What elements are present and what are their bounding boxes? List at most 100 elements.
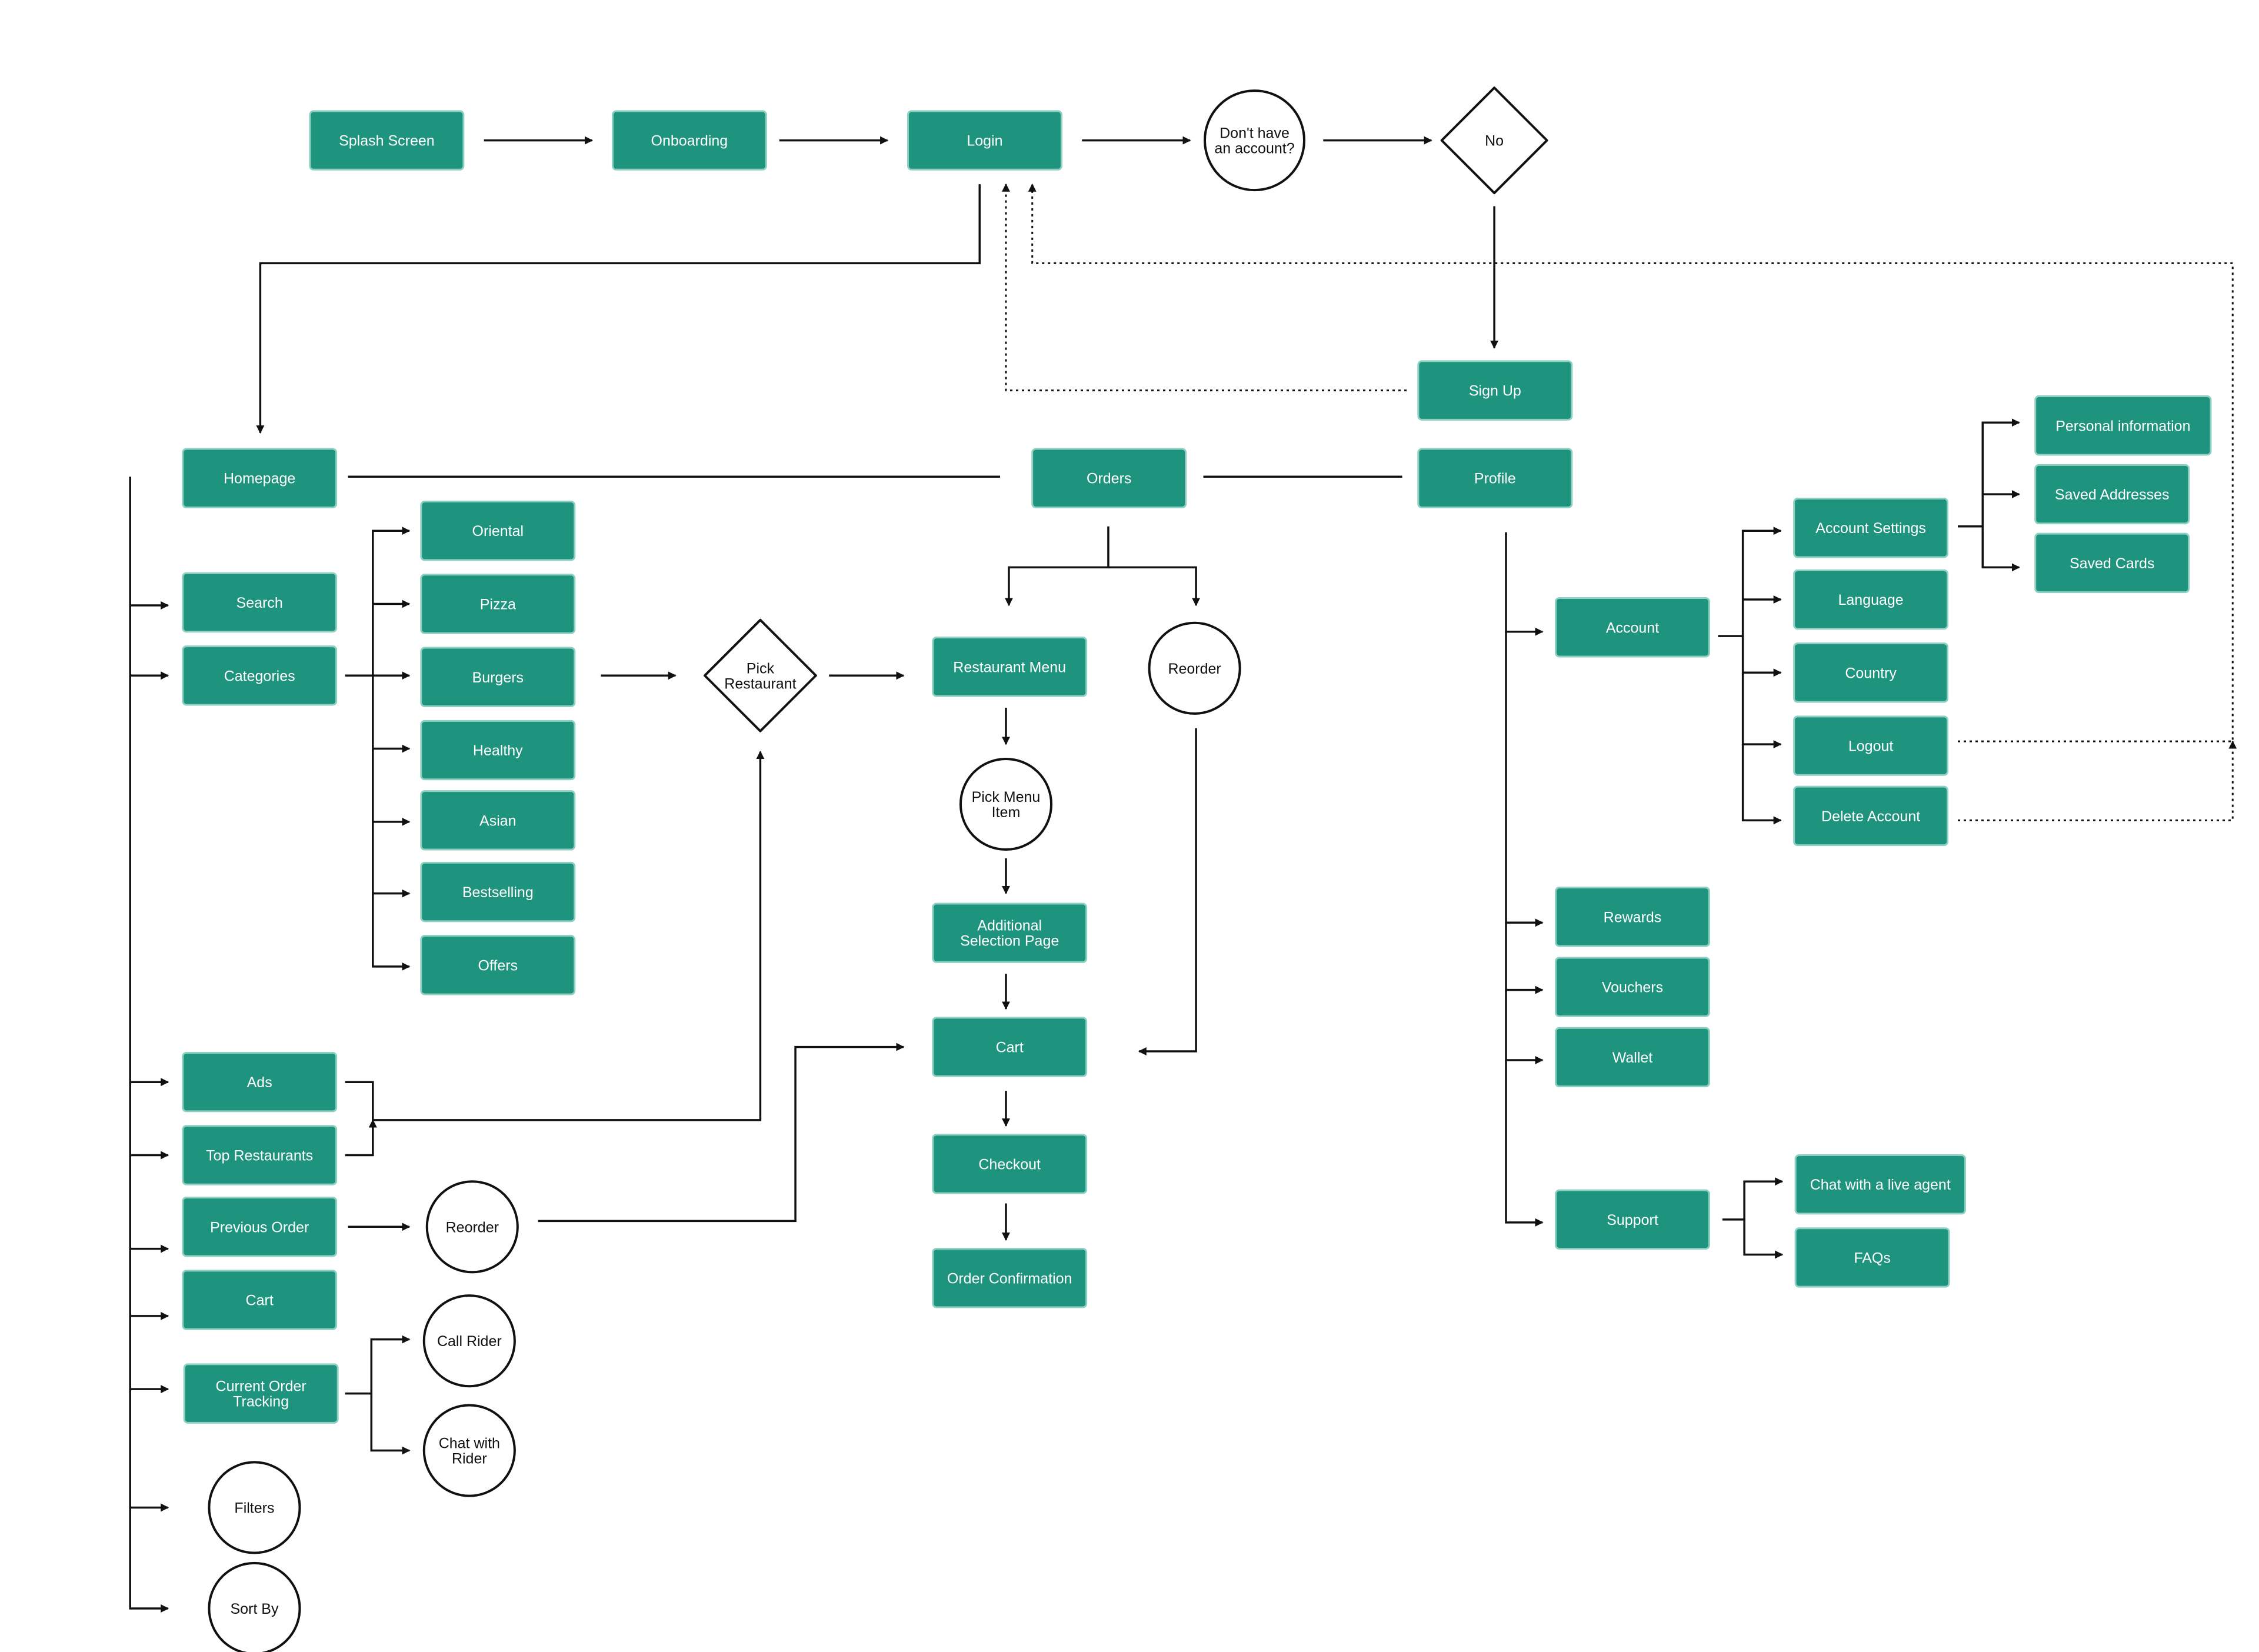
node-no: No — [1440, 86, 1548, 195]
onboarding-label: Onboarding — [651, 133, 728, 149]
orders-label: Orders — [1087, 471, 1131, 487]
additional-selection-box — [932, 902, 1088, 963]
categories-label: Categories — [224, 668, 295, 684]
vouchers-box — [1555, 957, 1710, 1017]
reorder-prev-label: Reorder — [446, 1219, 499, 1235]
search-box — [182, 572, 338, 633]
node-rewards: Rewards — [1555, 887, 1710, 947]
connector-categories-to-cat-healthy — [372, 675, 411, 753]
account-settings-box — [1793, 498, 1949, 558]
saved-addresses-label: Saved Addresses — [2055, 487, 2170, 503]
node-checkout: Checkout — [932, 1134, 1088, 1194]
account-box — [1555, 597, 1710, 658]
language-box — [1793, 569, 1949, 630]
connector-homepage-to-ads — [129, 675, 169, 1087]
login-label: Login — [967, 133, 1002, 149]
connector-profile-to-rewards — [1505, 631, 1544, 927]
connector-top-restaurants-to-pick-restaurant — [345, 1119, 377, 1157]
node-filters: Filters — [208, 1461, 301, 1554]
filters-label: Filters — [234, 1500, 274, 1516]
connector-homepage-to-previous-order — [129, 1155, 169, 1253]
cat-healthy-label: Healthy — [473, 742, 523, 759]
login-box — [907, 110, 1062, 171]
connector-support-to-chat-live-agent — [1722, 1177, 1784, 1221]
connector-profile-to-support — [1505, 1060, 1544, 1227]
splash-box — [309, 110, 465, 171]
connector-homepage-to-current-order-tracking — [129, 1315, 169, 1394]
connector-profile-to-wallet — [1505, 990, 1544, 1064]
node-account: Account — [1555, 597, 1710, 658]
vouchers-label: Vouchers — [1602, 980, 1663, 996]
cat-asian-box — [420, 790, 576, 851]
cat-oriental-label: Oriental — [472, 523, 524, 539]
signup-label: Sign Up — [1469, 383, 1521, 399]
call-rider-circle — [422, 1294, 516, 1388]
connector-account-to-logout — [1741, 672, 1782, 749]
node-search: Search — [182, 572, 338, 633]
language-label: Language — [1838, 592, 1903, 608]
connector-delete-account-to-login — [1958, 740, 2237, 821]
node-faqs: FAQs — [1794, 1227, 1950, 1288]
chat-live-agent-box — [1794, 1154, 1966, 1215]
reorder-prev-circle — [425, 1180, 519, 1274]
node-signup: Sign Up — [1417, 360, 1573, 421]
country-box — [1793, 642, 1949, 703]
chat-live-agent-label: Chat with a live agent — [1810, 1177, 1951, 1193]
connector-reorder-prev-to-cart-main — [538, 1043, 905, 1223]
cart-home-box — [182, 1270, 338, 1330]
no-label: No — [1485, 133, 1504, 149]
pick-menu-item-circle — [959, 757, 1053, 851]
checkout-label: Checkout — [978, 1156, 1041, 1173]
connector-profile-to-account — [1505, 532, 1544, 636]
node-wallet: Wallet — [1555, 1027, 1710, 1088]
node-cat-oriental: Oriental — [420, 501, 576, 561]
profile-box — [1417, 448, 1573, 508]
checkout-box — [932, 1134, 1088, 1194]
cart-main-box — [932, 1017, 1088, 1077]
no-diamond — [1440, 86, 1548, 195]
connector-profile-to-vouchers — [1505, 922, 1544, 994]
cat-offers-box — [420, 935, 576, 995]
node-cart-main: Cart — [932, 1017, 1088, 1077]
connector-account-settings-to-personal-info — [1958, 418, 2020, 528]
cat-pizza-box — [420, 574, 576, 634]
wallet-label: Wallet — [1612, 1050, 1653, 1066]
personal-info-label: Personal information — [2055, 418, 2190, 434]
account-settings-label: Account Settings — [1815, 520, 1926, 537]
previous-order-label: Previous Order — [210, 1219, 309, 1235]
faqs-label: FAQs — [1854, 1250, 1891, 1266]
wallet-box — [1555, 1027, 1710, 1088]
node-reorder-prev: Reorder — [425, 1180, 519, 1274]
splash-label: Splash Screen — [339, 133, 435, 149]
sort-by-label: Sort By — [230, 1601, 278, 1617]
rewards-box — [1555, 887, 1710, 947]
signup-box — [1417, 360, 1573, 421]
node-language: Language — [1793, 569, 1949, 630]
node-saved-addresses: Saved Addresses — [2034, 464, 2190, 525]
order-confirmation-box — [932, 1248, 1088, 1308]
support-label: Support — [1607, 1212, 1658, 1228]
node-support: Support — [1555, 1189, 1710, 1250]
connector-categories-to-cat-bestselling — [372, 821, 411, 898]
cat-bestselling-box — [420, 861, 576, 922]
connector-categories-to-cat-asian — [372, 748, 411, 826]
cat-bestselling-label: Bestselling — [462, 884, 534, 901]
node-chat-live-agent: Chat with a live agent — [1794, 1154, 1966, 1215]
onboarding-box — [611, 110, 767, 171]
node-splash: Splash Screen — [309, 110, 465, 171]
reorder-orders-label: Reorder — [1168, 661, 1221, 677]
connector-layer — [129, 136, 2237, 1613]
restaurant-menu-box — [932, 637, 1088, 697]
node-ads: Ads — [182, 1052, 338, 1113]
node-country: Country — [1793, 642, 1949, 703]
top-restaurants-box — [182, 1125, 338, 1185]
saved-cards-box — [2034, 532, 2190, 594]
logout-label: Logout — [1848, 738, 1894, 755]
